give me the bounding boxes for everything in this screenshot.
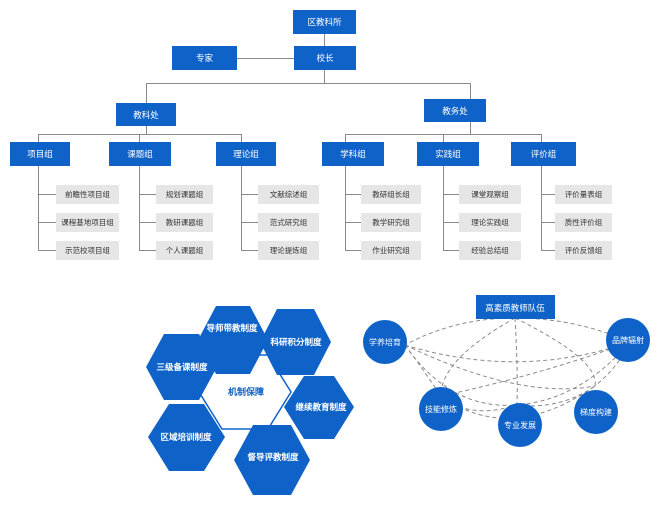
leaf-box: 理论提炼组 xyxy=(258,241,319,260)
connector xyxy=(38,134,242,135)
connector xyxy=(324,70,325,83)
hex-item: 区域培训制度 xyxy=(148,404,225,471)
group-box: 理论组 xyxy=(216,142,276,166)
leaf-box: 经验总结组 xyxy=(459,241,521,260)
group-box: 课题组 xyxy=(109,142,171,166)
group-box: 评价组 xyxy=(511,142,576,166)
node-dept-right: 教务处 xyxy=(424,99,486,122)
connector xyxy=(241,250,258,251)
group-box: 实践组 xyxy=(417,142,479,166)
hex-label: 区域培训制度 xyxy=(160,432,212,443)
hex-item: 导师带教制度 xyxy=(198,306,268,374)
hex-label: 导师带教制度 xyxy=(206,323,258,334)
leaf-box: 理论实践组 xyxy=(459,213,521,232)
connector xyxy=(241,194,258,195)
team-title-box: 高素质教师队伍 xyxy=(476,295,555,319)
connector xyxy=(541,134,542,142)
team-node: 学养培育 xyxy=(363,320,407,364)
connector xyxy=(139,166,140,250)
connector xyxy=(146,83,471,84)
node-top: 区教科所 xyxy=(293,10,356,34)
group-box: 项目组 xyxy=(10,142,70,166)
leaf-box: 课堂观察组 xyxy=(459,185,521,204)
connector xyxy=(443,134,444,142)
connector xyxy=(241,222,258,223)
connector xyxy=(237,58,294,59)
team-node-label: 技能修炼 xyxy=(425,404,457,414)
node-expert: 专家 xyxy=(172,46,237,70)
connector xyxy=(324,34,325,46)
connector xyxy=(345,134,346,142)
connector xyxy=(139,134,140,142)
leaf-box: 规划课题组 xyxy=(156,185,213,204)
connector xyxy=(38,250,56,251)
connector xyxy=(38,194,56,195)
hex-label: 继续教育制度 xyxy=(295,402,347,413)
leaf-box: 教学研究组 xyxy=(361,213,421,232)
connector xyxy=(38,134,39,142)
hex-item: 继续教育制度 xyxy=(284,376,354,439)
leaf-box: 评价反馈组 xyxy=(555,241,612,260)
hex-center-label: 机制保障 xyxy=(228,386,264,398)
leaf-box: 前瞻性项目组 xyxy=(56,185,119,204)
leaf-box: 作业研究组 xyxy=(361,241,421,260)
connector xyxy=(443,166,444,250)
node-principal: 校长 xyxy=(294,46,356,70)
connector xyxy=(345,222,361,223)
leaf-box: 范式研究组 xyxy=(258,213,319,232)
hex-label: 督导评教制度 xyxy=(247,452,299,463)
hex-item: 科研积分制度 xyxy=(260,309,331,375)
connector xyxy=(139,222,156,223)
hex-label: 科研积分制度 xyxy=(270,337,322,348)
connector xyxy=(541,250,555,251)
leaf-box: 评价量表组 xyxy=(555,185,612,204)
team-node-label: 专业发展 xyxy=(504,420,536,430)
team-title: 高素质教师队伍 xyxy=(485,303,545,314)
hex-label: 三级备课制度 xyxy=(156,362,208,373)
connector xyxy=(146,83,147,103)
leaf-box: 教研课题组 xyxy=(156,213,213,232)
leaf-box: 示范校项目组 xyxy=(56,241,119,260)
connector xyxy=(146,126,147,134)
leaf-box: 教研组长组 xyxy=(361,185,421,204)
connector xyxy=(139,194,156,195)
team-node-label: 梯度构建 xyxy=(580,407,612,417)
team-node: 技能修炼 xyxy=(419,387,463,431)
connector xyxy=(470,122,471,134)
hex-item: 督导评教制度 xyxy=(234,425,310,495)
leaf-box: 质性评价组 xyxy=(555,213,612,232)
leaf-box: 文献综述组 xyxy=(258,185,319,204)
team-node: 梯度构建 xyxy=(574,390,618,434)
connector xyxy=(345,194,361,195)
team-node-label: 品牌辐射 xyxy=(612,335,644,345)
connector xyxy=(541,222,555,223)
connector xyxy=(241,166,242,250)
group-box: 学科组 xyxy=(322,142,384,166)
team-node: 品牌辐射 xyxy=(606,318,650,362)
node-dept-left: 教科处 xyxy=(116,103,176,126)
connector xyxy=(38,166,39,250)
connector xyxy=(139,250,156,251)
leaf-box: 个人课题组 xyxy=(156,241,213,260)
connector xyxy=(345,166,346,250)
connector xyxy=(470,83,471,99)
connector xyxy=(38,222,56,223)
team-node: 专业发展 xyxy=(498,403,542,447)
connector xyxy=(443,250,459,251)
connector xyxy=(241,134,242,142)
connector xyxy=(443,222,459,223)
connector xyxy=(443,194,459,195)
team-node-label: 学养培育 xyxy=(369,337,401,347)
connector xyxy=(541,194,555,195)
leaf-box: 课程基地项目组 xyxy=(56,213,119,232)
hex-item: 三级备课制度 xyxy=(146,334,217,400)
connector xyxy=(345,250,361,251)
connector xyxy=(541,166,542,250)
